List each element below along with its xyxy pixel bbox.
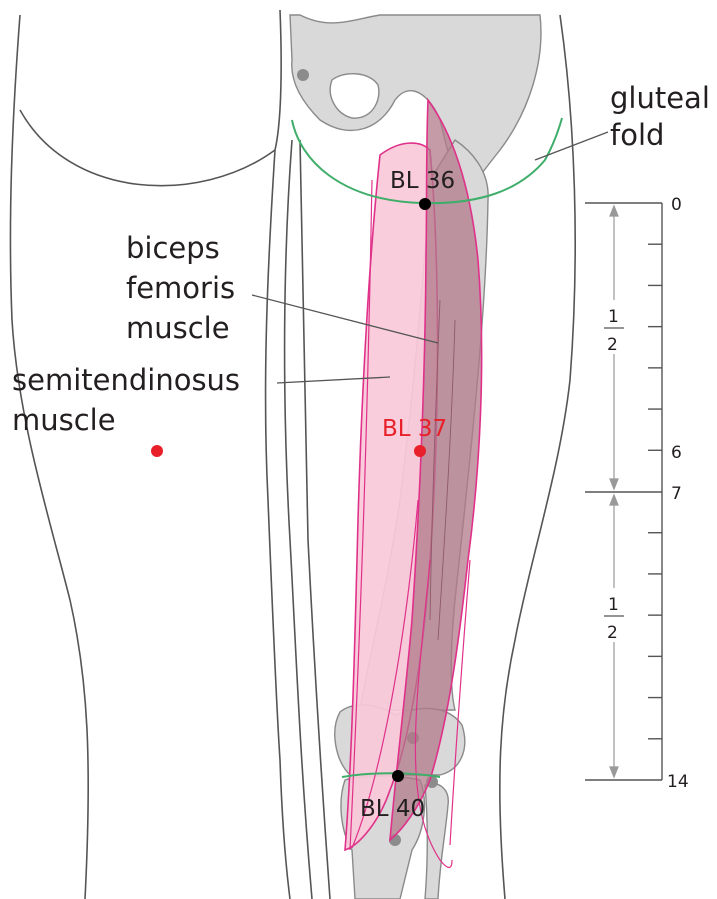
fibula-bone xyxy=(425,784,448,899)
scale-label-mid: 7 xyxy=(671,484,682,504)
semitendinosus-label-line1: semitendinosus xyxy=(12,363,240,397)
biceps-femoris-label-line2: femoris xyxy=(126,271,235,305)
lower-span-arrow-bottom xyxy=(610,767,618,777)
lower-fraction-denominator: 2 xyxy=(607,623,618,643)
scale-label-upper-end: 6 xyxy=(671,443,682,463)
reference-point xyxy=(151,445,163,457)
lower-fraction-numerator: 1 xyxy=(608,595,619,615)
bl37-label: BL 37 xyxy=(382,416,447,442)
gluteal-fold-label-line1: gluteal xyxy=(610,81,710,115)
scale-label-bottom: 14 xyxy=(667,772,689,792)
upper-span-arrow-top xyxy=(610,206,618,216)
scale-label-top: 0 xyxy=(671,195,682,215)
bl37-point xyxy=(414,445,426,457)
biceps-femoris-label-line3: muscle xyxy=(126,311,230,345)
bl36-label: BL 36 xyxy=(390,168,455,194)
bl40-point xyxy=(392,770,404,782)
upper-fraction-denominator: 2 xyxy=(607,335,618,355)
left-buttock-curve xyxy=(20,10,281,186)
semitendinosus-label-line2: muscle xyxy=(12,403,116,437)
upper-span-arrow-bottom xyxy=(610,479,618,489)
bone-marker xyxy=(297,69,309,81)
gluteal-fold-label-line2: fold xyxy=(610,118,664,152)
bl36-point xyxy=(419,198,431,210)
inner-strip-right xyxy=(300,140,330,899)
bl40-label: BL 40 xyxy=(360,796,425,822)
proportional-scale: 1 2 1 2 0 6 7 14 xyxy=(585,195,689,792)
upper-fraction-numerator: 1 xyxy=(608,307,619,327)
biceps-femoris-label-line1: biceps xyxy=(126,231,220,265)
right-thigh-outer xyxy=(500,15,575,899)
lower-span-arrow-top xyxy=(610,495,618,505)
